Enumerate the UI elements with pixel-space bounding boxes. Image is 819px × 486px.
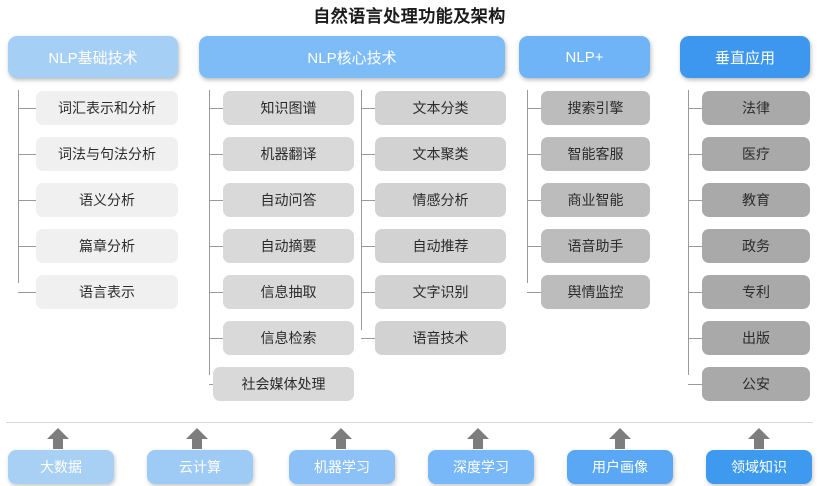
trunk-line: [361, 90, 362, 330]
node-nlp-core-1[interactable]: 机器翻译: [223, 137, 354, 171]
branch-line: [688, 108, 702, 109]
branch-line: [688, 338, 702, 339]
node-nlp-core-b-1[interactable]: 文本聚类: [375, 137, 506, 171]
node-nlp-basic-2[interactable]: 语义分析: [36, 183, 178, 217]
trunk-line: [688, 90, 689, 375]
branch-line: [18, 200, 36, 201]
node-nlp-plus-4[interactable]: 舆情监控: [541, 275, 650, 309]
node-nlp-plus-2[interactable]: 商业智能: [541, 183, 650, 217]
node-nlp-plus-0[interactable]: 搜索引擎: [541, 91, 650, 125]
node-nlp-core-3[interactable]: 自动摘要: [223, 229, 354, 263]
tree-nlp-basic: 词汇表示和分析 词法与句法分析 语义分析 篇章分析 语言表示: [8, 90, 178, 320]
branch-line: [209, 108, 223, 109]
branch-line: [527, 108, 541, 109]
column-nlp-basic: NLP基础技术 词汇表示和分析 词法与句法分析 语义分析 篇章分析 语言表示: [8, 36, 178, 320]
node-nlp-core-0[interactable]: 知识图谱: [223, 91, 354, 125]
node-vertical-apps-3[interactable]: 政务: [702, 229, 810, 263]
section-divider: [6, 422, 813, 423]
branch-line: [361, 292, 375, 293]
branch-line: [688, 200, 702, 201]
branch-line: [688, 154, 702, 155]
foundation-item-cloud-computing[interactable]: 云计算: [147, 450, 253, 484]
branch-line: [209, 154, 223, 155]
column-header-nlp-core[interactable]: NLP核心技术: [199, 36, 505, 78]
branch-line: [361, 246, 375, 247]
trunk-line: [18, 90, 19, 283]
branch-line: [527, 292, 541, 293]
tree-nlp-core-a: 知识图谱 机器翻译 自动问答 自动摘要 信息抽取 信息检索 社会媒体处理 文本分…: [199, 90, 506, 410]
node-nlp-core-b-0[interactable]: 文本分类: [375, 91, 506, 125]
node-nlp-core-b-2[interactable]: 情感分析: [375, 183, 506, 217]
column-header-nlp-plus[interactable]: NLP+: [519, 36, 650, 78]
trunk-line: [527, 90, 528, 283]
node-nlp-plus-3[interactable]: 语音助手: [541, 229, 650, 263]
branch-line: [209, 292, 223, 293]
node-vertical-apps-5[interactable]: 出版: [702, 321, 810, 355]
branch-line: [688, 292, 702, 293]
tree-vertical-apps: 法律 医疗 教育 政务 专利 出版 公安: [680, 90, 810, 410]
column-header-nlp-basic[interactable]: NLP基础技术: [8, 36, 178, 78]
node-nlp-basic-4[interactable]: 语言表示: [36, 275, 178, 309]
node-nlp-plus-1[interactable]: 智能客服: [541, 137, 650, 171]
node-nlp-basic-3[interactable]: 篇章分析: [36, 229, 178, 263]
branch-line: [361, 200, 375, 201]
node-vertical-apps-4[interactable]: 专利: [702, 275, 810, 309]
trunk-line: [209, 90, 210, 375]
node-nlp-basic-1[interactable]: 词法与句法分析: [36, 137, 178, 171]
node-nlp-core-6[interactable]: 社会媒体处理: [213, 367, 354, 401]
branch-line: [361, 108, 375, 109]
node-nlp-core-4[interactable]: 信息抽取: [223, 275, 354, 309]
node-vertical-apps-0[interactable]: 法律: [702, 91, 810, 125]
branch-line: [361, 338, 375, 339]
branch-line: [18, 246, 36, 247]
column-header-vertical-apps[interactable]: 垂直应用: [680, 36, 810, 78]
node-nlp-core-2[interactable]: 自动问答: [223, 183, 354, 217]
branch-line: [688, 384, 702, 385]
branch-line: [361, 154, 375, 155]
page-title: 自然语言处理功能及架构: [313, 7, 506, 26]
branch-line: [18, 154, 36, 155]
foundation-item-machine-learning[interactable]: 机器学习: [289, 450, 395, 484]
node-vertical-apps-1[interactable]: 医疗: [702, 137, 810, 171]
branch-line: [527, 200, 541, 201]
foundation-item-deep-learning[interactable]: 深度学习: [428, 450, 534, 484]
node-nlp-basic-0[interactable]: 词汇表示和分析: [36, 91, 178, 125]
tree-nlp-plus: 搜索引擎 智能客服 商业智能 语音助手 舆情监控: [519, 90, 650, 320]
foundation-item-user-profile[interactable]: 用户画像: [567, 450, 673, 484]
branch-line: [18, 108, 36, 109]
branch-line: [209, 338, 223, 339]
branch-line: [527, 154, 541, 155]
branch-line: [209, 246, 223, 247]
column-vertical-apps: 垂直应用 法律 医疗 教育 政务 专利 出版 公安: [680, 36, 810, 410]
node-nlp-core-5[interactable]: 信息检索: [223, 321, 354, 355]
node-vertical-apps-6[interactable]: 公安: [702, 367, 810, 401]
node-nlp-core-b-5[interactable]: 语音技术: [375, 321, 506, 355]
node-nlp-core-b-3[interactable]: 自动推荐: [375, 229, 506, 263]
column-nlp-plus: NLP+ 搜索引擎 智能客服 商业智能 语音助手 舆情监控: [519, 36, 650, 320]
node-vertical-apps-2[interactable]: 教育: [702, 183, 810, 217]
branch-line: [209, 200, 223, 201]
branch-line: [18, 292, 36, 293]
foundation-item-domain-knowledge[interactable]: 领域知识: [706, 450, 812, 484]
foundation-item-big-data[interactable]: 大数据: [8, 450, 114, 484]
branch-line: [527, 246, 541, 247]
branch-line: [688, 246, 702, 247]
node-nlp-core-b-4[interactable]: 文字识别: [375, 275, 506, 309]
column-nlp-core: NLP核心技术 知识图谱 机器翻译 自动问答 自动摘要 信息抽取 信息检索 社会…: [199, 36, 506, 410]
